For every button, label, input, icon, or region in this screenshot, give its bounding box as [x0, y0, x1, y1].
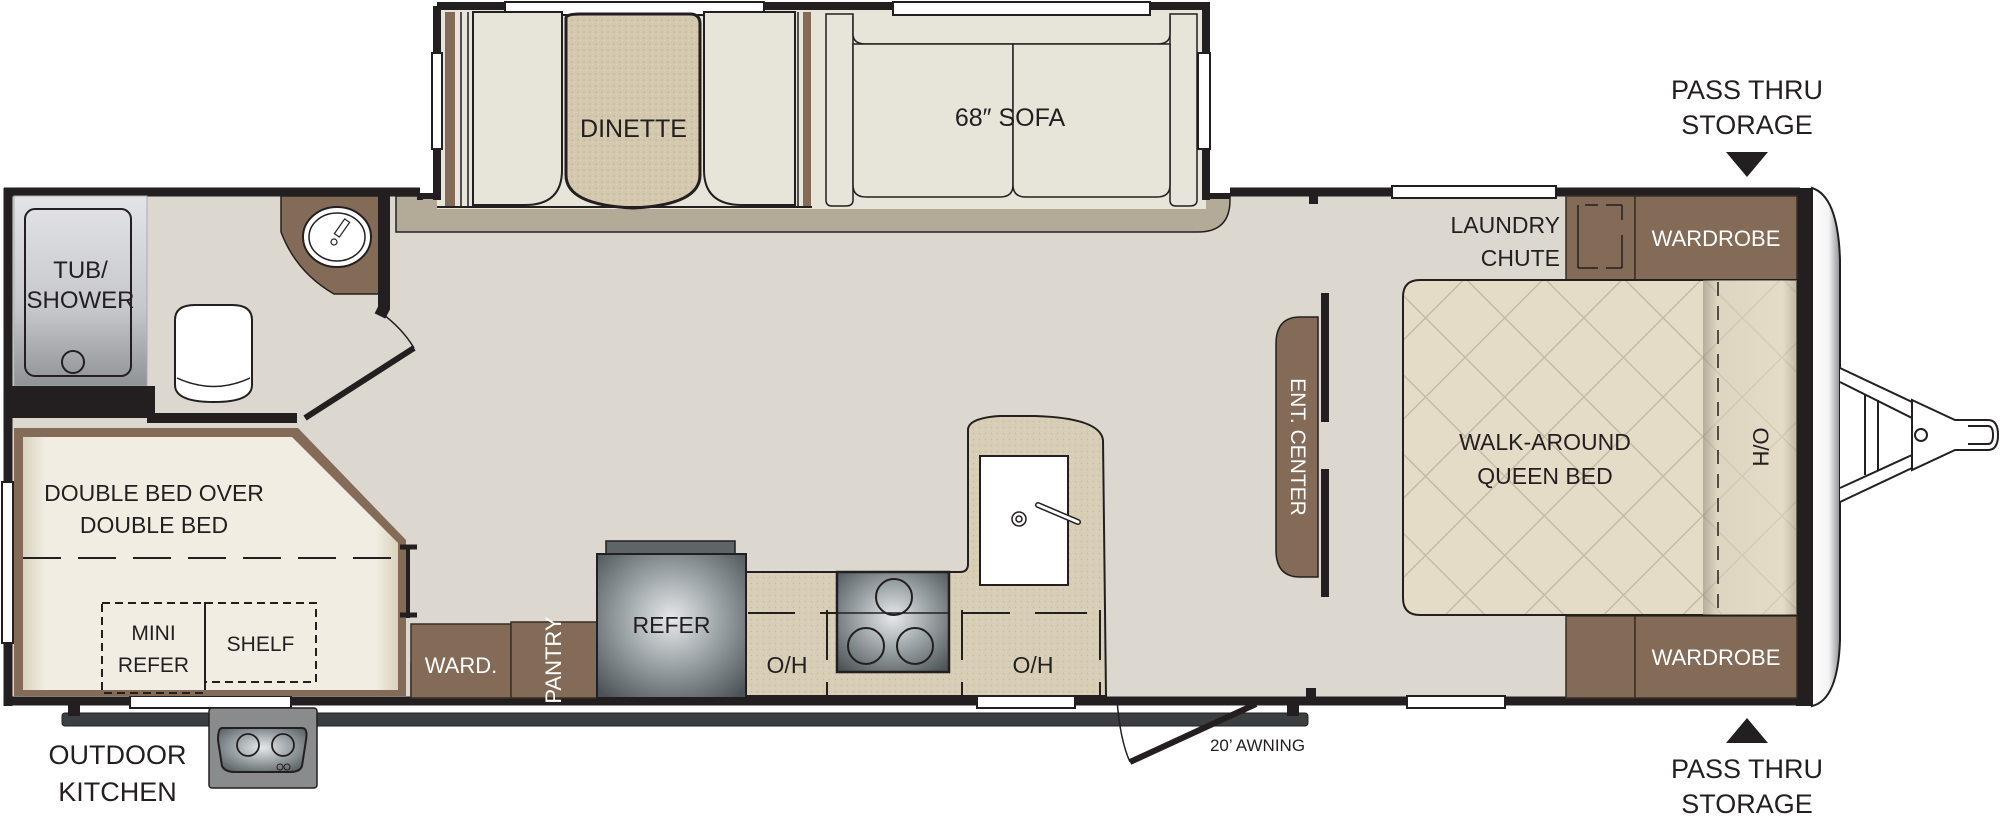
pantry-label: PANTRY [541, 616, 566, 704]
mini-refer-label: MINI REFER [102, 618, 205, 682]
outdoor-kitchen-label-line2: KITCHEN [58, 777, 177, 807]
bunk-bed-label-line2: DOUBLE BED [79, 512, 229, 538]
wardrobe-top-label: WARDROBE [1651, 226, 1781, 251]
queen-bed-label-line1: WALK-AROUND [1459, 429, 1631, 455]
pass-thru-storage-bottom-label: PASS THRU STORAGE [1657, 752, 1837, 822]
tub-shower-label-line1: TUB/ [53, 257, 108, 284]
laundry-chute-label-line2: CHUTE [1480, 245, 1560, 271]
bunk-bed-label-line1: DOUBLE BED OVER [44, 480, 264, 506]
mini-refer-label-line1: MINI [131, 622, 176, 645]
wardrobe-bottom-label: WARDROBE [1651, 645, 1781, 670]
queen-bed-label-line2: QUEEN BED [1477, 463, 1613, 489]
oh-right-label: O/H [1012, 652, 1054, 678]
bunk-bed-label: DOUBLE BED OVER DOUBLE BED [23, 477, 285, 541]
queen-bed-label: WALK-AROUND QUEEN BED [1440, 425, 1650, 493]
oh-left-label: O/H [766, 652, 808, 678]
dinette-label: DINETTE [580, 115, 687, 143]
refer-label: REFER [632, 612, 711, 638]
tub-shower-label: TUB/ SHOWER [14, 256, 147, 316]
sofa-label: 68″ SOFA [954, 104, 1066, 132]
outdoor-kitchen-label-line1: OUTDOOR [48, 740, 187, 770]
ent-center-label: ENT. CENTER [1286, 378, 1309, 516]
laundry-chute-label-line1: LAUNDRY [1450, 212, 1561, 238]
shelf-label: SHELF [226, 633, 295, 656]
outdoor-kitchen-label: OUTDOOR KITCHEN [30, 737, 205, 811]
pass-thru-top-line2: STORAGE [1681, 110, 1813, 140]
pass-thru-bottom-line1: PASS THRU [1670, 754, 1824, 784]
pass-thru-storage-top-label: PASS THRU STORAGE [1657, 73, 1837, 143]
laundry-chute-label: LAUNDRY CHUTE [1424, 209, 1561, 275]
mini-refer-label-line2: REFER [117, 654, 190, 677]
tub-shower-label-line2: SHOWER [26, 287, 135, 314]
awning-label: 20’ AWNING [1209, 736, 1306, 755]
ward-label: WARD. [424, 653, 498, 678]
pass-thru-top-line1: PASS THRU [1670, 75, 1824, 105]
bed-oh-label: O/H [1748, 427, 1773, 467]
pass-thru-bottom-line2: STORAGE [1681, 789, 1813, 819]
